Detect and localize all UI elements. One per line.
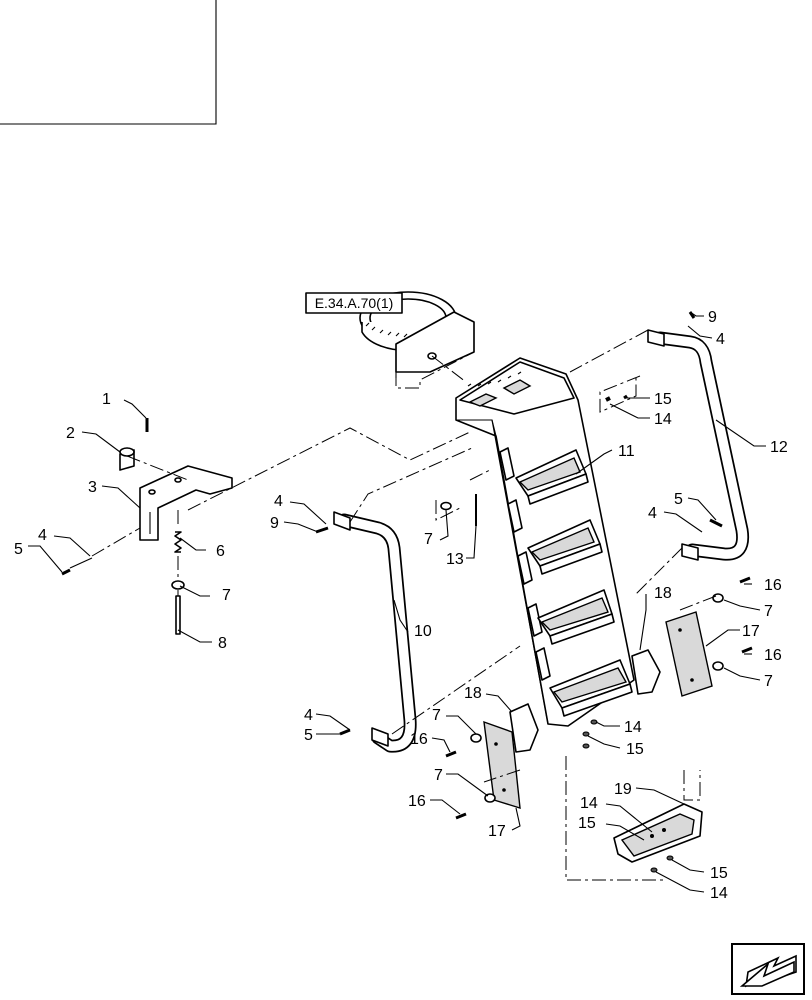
callout-18: 18 [654, 585, 672, 602]
callout-12: 12 [770, 439, 788, 456]
leader-lines [28, 311, 766, 893]
bottom-step [613, 803, 703, 863]
arrow-down-left-icon[interactable] [731, 943, 805, 995]
callout-16: 16 [764, 647, 782, 664]
callout-5: 5 [304, 727, 313, 744]
bolt-8 [175, 595, 181, 635]
washer-7a [171, 580, 185, 590]
ladder-steps [515, 449, 633, 717]
bolt-row [467, 371, 522, 387]
callout-15: 15 [578, 815, 596, 832]
callout-4: 4 [648, 505, 657, 522]
callout-16: 16 [408, 793, 426, 810]
callout-10: 10 [414, 623, 432, 640]
callout-16: 16 [410, 731, 428, 748]
callout-17: 17 [742, 623, 760, 640]
callout-7: 7 [424, 531, 433, 548]
ladder-body [455, 357, 635, 727]
spring [174, 531, 182, 553]
callout-4: 4 [38, 527, 47, 544]
slewing-ring-assembly [359, 291, 475, 389]
callout-16: 16 [764, 577, 782, 594]
callout-11: 11 [618, 443, 635, 460]
callout-3: 3 [88, 479, 97, 496]
screw-5a [61, 568, 71, 576]
reflector-left [509, 703, 539, 753]
callout-2: 2 [66, 425, 75, 442]
handrail-left [333, 511, 417, 753]
callout-7: 7 [222, 587, 231, 604]
reflector-right [631, 649, 661, 695]
callout-17: 17 [488, 823, 506, 840]
side-plate-right [665, 611, 713, 697]
callout-18: 18 [464, 685, 482, 702]
callout-9: 9 [270, 515, 279, 532]
callout-7: 7 [764, 603, 773, 620]
callout-1: 1 [102, 391, 111, 408]
callout-15: 15 [710, 865, 728, 882]
callout-7: 7 [432, 707, 441, 724]
callout-19: 19 [614, 781, 632, 798]
callout-8: 8 [218, 635, 227, 652]
callout-15: 15 [626, 741, 644, 758]
callout-15: 15 [654, 391, 672, 408]
callout-5: 5 [14, 541, 23, 558]
top-left-frame [0, 0, 217, 125]
reference-box[interactable]: E.34.A.70(1) [305, 292, 403, 314]
callout-4: 4 [716, 331, 725, 348]
callout-13: 13 [446, 551, 464, 568]
callout-14: 14 [654, 411, 672, 428]
callout-labels: 1 2 3 4 5 6 7 8 4 9 7 13 10 4 5 18 7 16 … [14, 309, 788, 902]
callout-5: 5 [674, 491, 683, 508]
bushing [119, 447, 135, 471]
handrail-right [647, 329, 750, 561]
callout-4: 4 [304, 707, 313, 724]
callout-7: 7 [434, 767, 443, 784]
callout-7: 7 [764, 673, 773, 690]
callout-9: 9 [708, 309, 717, 326]
side-plate-left [483, 720, 521, 809]
washer-7b [440, 501, 452, 511]
callout-14: 14 [710, 885, 728, 902]
reference-label: E.34.A.70(1) [315, 295, 394, 311]
callout-14: 14 [580, 795, 598, 812]
callout-6: 6 [216, 543, 225, 560]
mounting-bracket [139, 465, 233, 541]
callout-4: 4 [274, 493, 283, 510]
callout-14: 14 [624, 719, 642, 736]
